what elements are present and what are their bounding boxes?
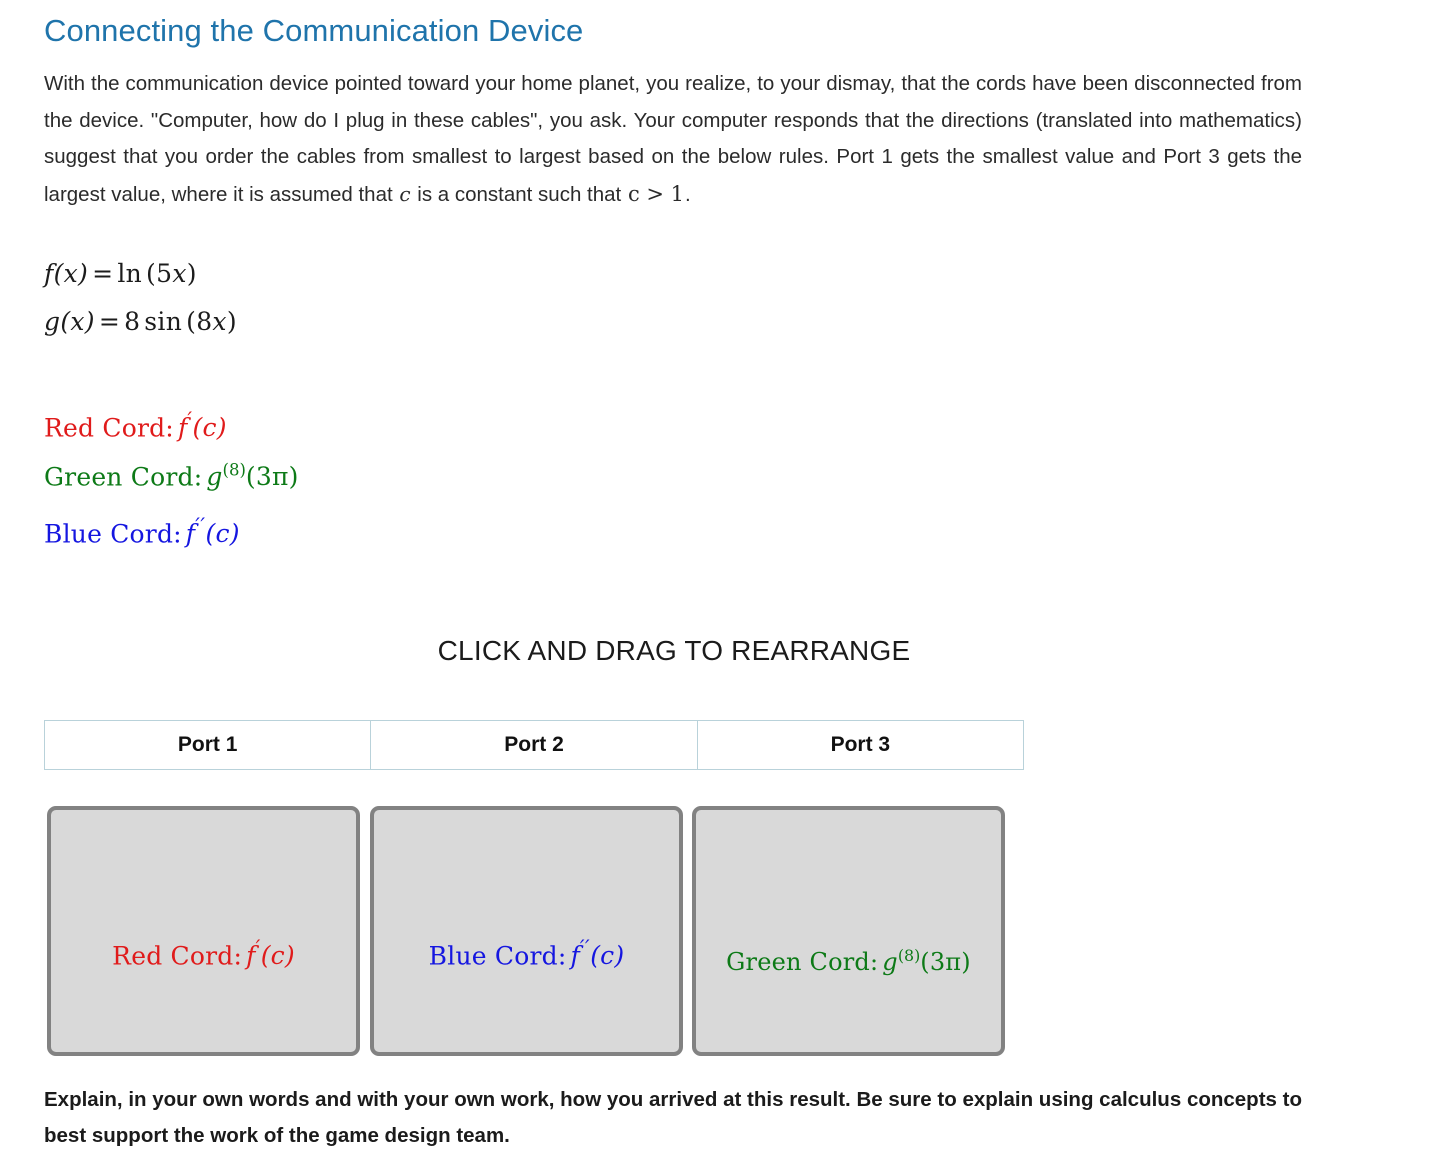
cord-box-port-2-content: Blue Cord:f′′(c) (374, 936, 679, 970)
cord-drag-area: Red Cord:f′(c) Blue Cord:f′′(c) Green Co… (47, 806, 1007, 1056)
port-header-2[interactable]: Port 2 (370, 720, 698, 770)
cord-rule-blue-prime: ′′ (195, 514, 206, 538)
cord-box-port-1-content: Red Cord:f′(c) (51, 936, 356, 970)
table-row: Port 1 Port 2 Port 3 (43, 720, 1025, 770)
cord-box-port-3-expression: g(8)(3π) (878, 946, 971, 976)
cord-box-port-3-order: (8) (897, 946, 921, 965)
intro-text-part3: . (685, 182, 691, 206)
port-header-1[interactable]: Port 1 (43, 720, 372, 770)
cord-box-port-2-label: Blue Cord: (428, 941, 567, 971)
cord-rule-blue-label: Blue Cord: (44, 519, 182, 549)
definition-f-name: f (44, 259, 54, 288)
cord-box-port-1-label: Red Cord: (112, 941, 243, 971)
cord-rule-red-argument: (c) (192, 413, 227, 443)
cord-rule-green-function: g (206, 462, 223, 492)
definition-g-name: g (44, 307, 61, 336)
cord-box-port-3-label: Green Cord: (726, 948, 879, 976)
definition-g-operator: sin (144, 307, 183, 336)
intro-text-part2: is a constant such that (411, 182, 627, 206)
cord-box-port-2-expression: f′′(c) (566, 936, 625, 971)
cord-rule-green: Green Cord:g(8)(3π) (44, 461, 299, 491)
cord-box-port-1[interactable]: Red Cord:f′(c) (47, 806, 360, 1056)
cord-rule-green-expression: g(8)(3π) (202, 461, 299, 492)
intro-text-part1: With the communication device pointed to… (44, 72, 1302, 206)
definition-f: f(x)=ln(5x) (44, 259, 197, 288)
cord-rule-red-function: f (177, 413, 188, 443)
definition-g-equals: = (98, 307, 121, 336)
definition-f-operator: ln (117, 259, 143, 288)
cord-box-port-3-function: g (882, 948, 898, 976)
cord-rule-red-prime: ′ (187, 408, 193, 432)
intro-paragraph: With the communication device pointed to… (44, 66, 1302, 213)
port-header-3[interactable]: Port 3 (696, 720, 1025, 770)
intro-condition: c > 1 (627, 181, 685, 206)
cord-rule-red-label: Red Cord: (44, 413, 174, 443)
port-header-table: Port 1 Port 2 Port 3 (43, 720, 1025, 770)
cord-rule-blue-expression: f′′(c) (182, 514, 240, 549)
cord-box-port-1-expression: f′(c) (242, 936, 295, 971)
cord-rule-blue: Blue Cord:f′′(c) (44, 514, 240, 548)
definition-f-coefficient: 5 (156, 259, 173, 288)
definition-f-equals: = (92, 259, 114, 288)
drag-instruction-heading: CLICK AND DRAG TO REARRANGE (437, 635, 911, 666)
cord-rule-red-expression: f′(c) (174, 408, 227, 443)
cord-box-port-1-argument: (c) (260, 941, 295, 971)
page-title: Connecting the Communication Device (44, 13, 584, 48)
cord-box-port-3-argument: (3π) (920, 948, 971, 976)
definition-g-inner-coefficient: 8 (196, 307, 213, 336)
definition-g-variable: x (212, 307, 227, 336)
cord-rule-blue-function: f (185, 519, 196, 549)
cord-box-port-2-argument: (c) (590, 941, 625, 971)
cord-box-port-2[interactable]: Blue Cord:f′′(c) (370, 806, 683, 1056)
explanation-prompt: Explain, in your own words and with your… (44, 1088, 1302, 1147)
definition-g-argument: (x) (60, 307, 95, 336)
cord-rule-green-argument: (3π) (245, 462, 299, 492)
cord-box-port-2-prime: ′′ (579, 936, 591, 960)
definition-g-coefficient: 8 (124, 307, 141, 336)
cord-rule-green-label: Green Cord: (44, 462, 203, 492)
cord-rule-blue-argument: (c) (205, 519, 240, 549)
cord-box-port-3[interactable]: Green Cord:g(8)(3π) (692, 806, 1005, 1056)
cord-rule-green-order: (8) (222, 461, 246, 480)
definition-f-argument: (x) (53, 259, 89, 288)
cord-box-port-1-prime: ′ (255, 936, 261, 960)
cord-rule-red: Red Cord:f′(c) (44, 408, 227, 442)
definition-f-variable: x (172, 259, 187, 288)
cord-box-port-2-function: f (570, 941, 580, 971)
cord-box-port-3-content: Green Cord:g(8)(3π) (696, 946, 1001, 976)
cord-box-port-1-function: f (246, 941, 256, 971)
intro-variable-c: c (399, 181, 411, 206)
